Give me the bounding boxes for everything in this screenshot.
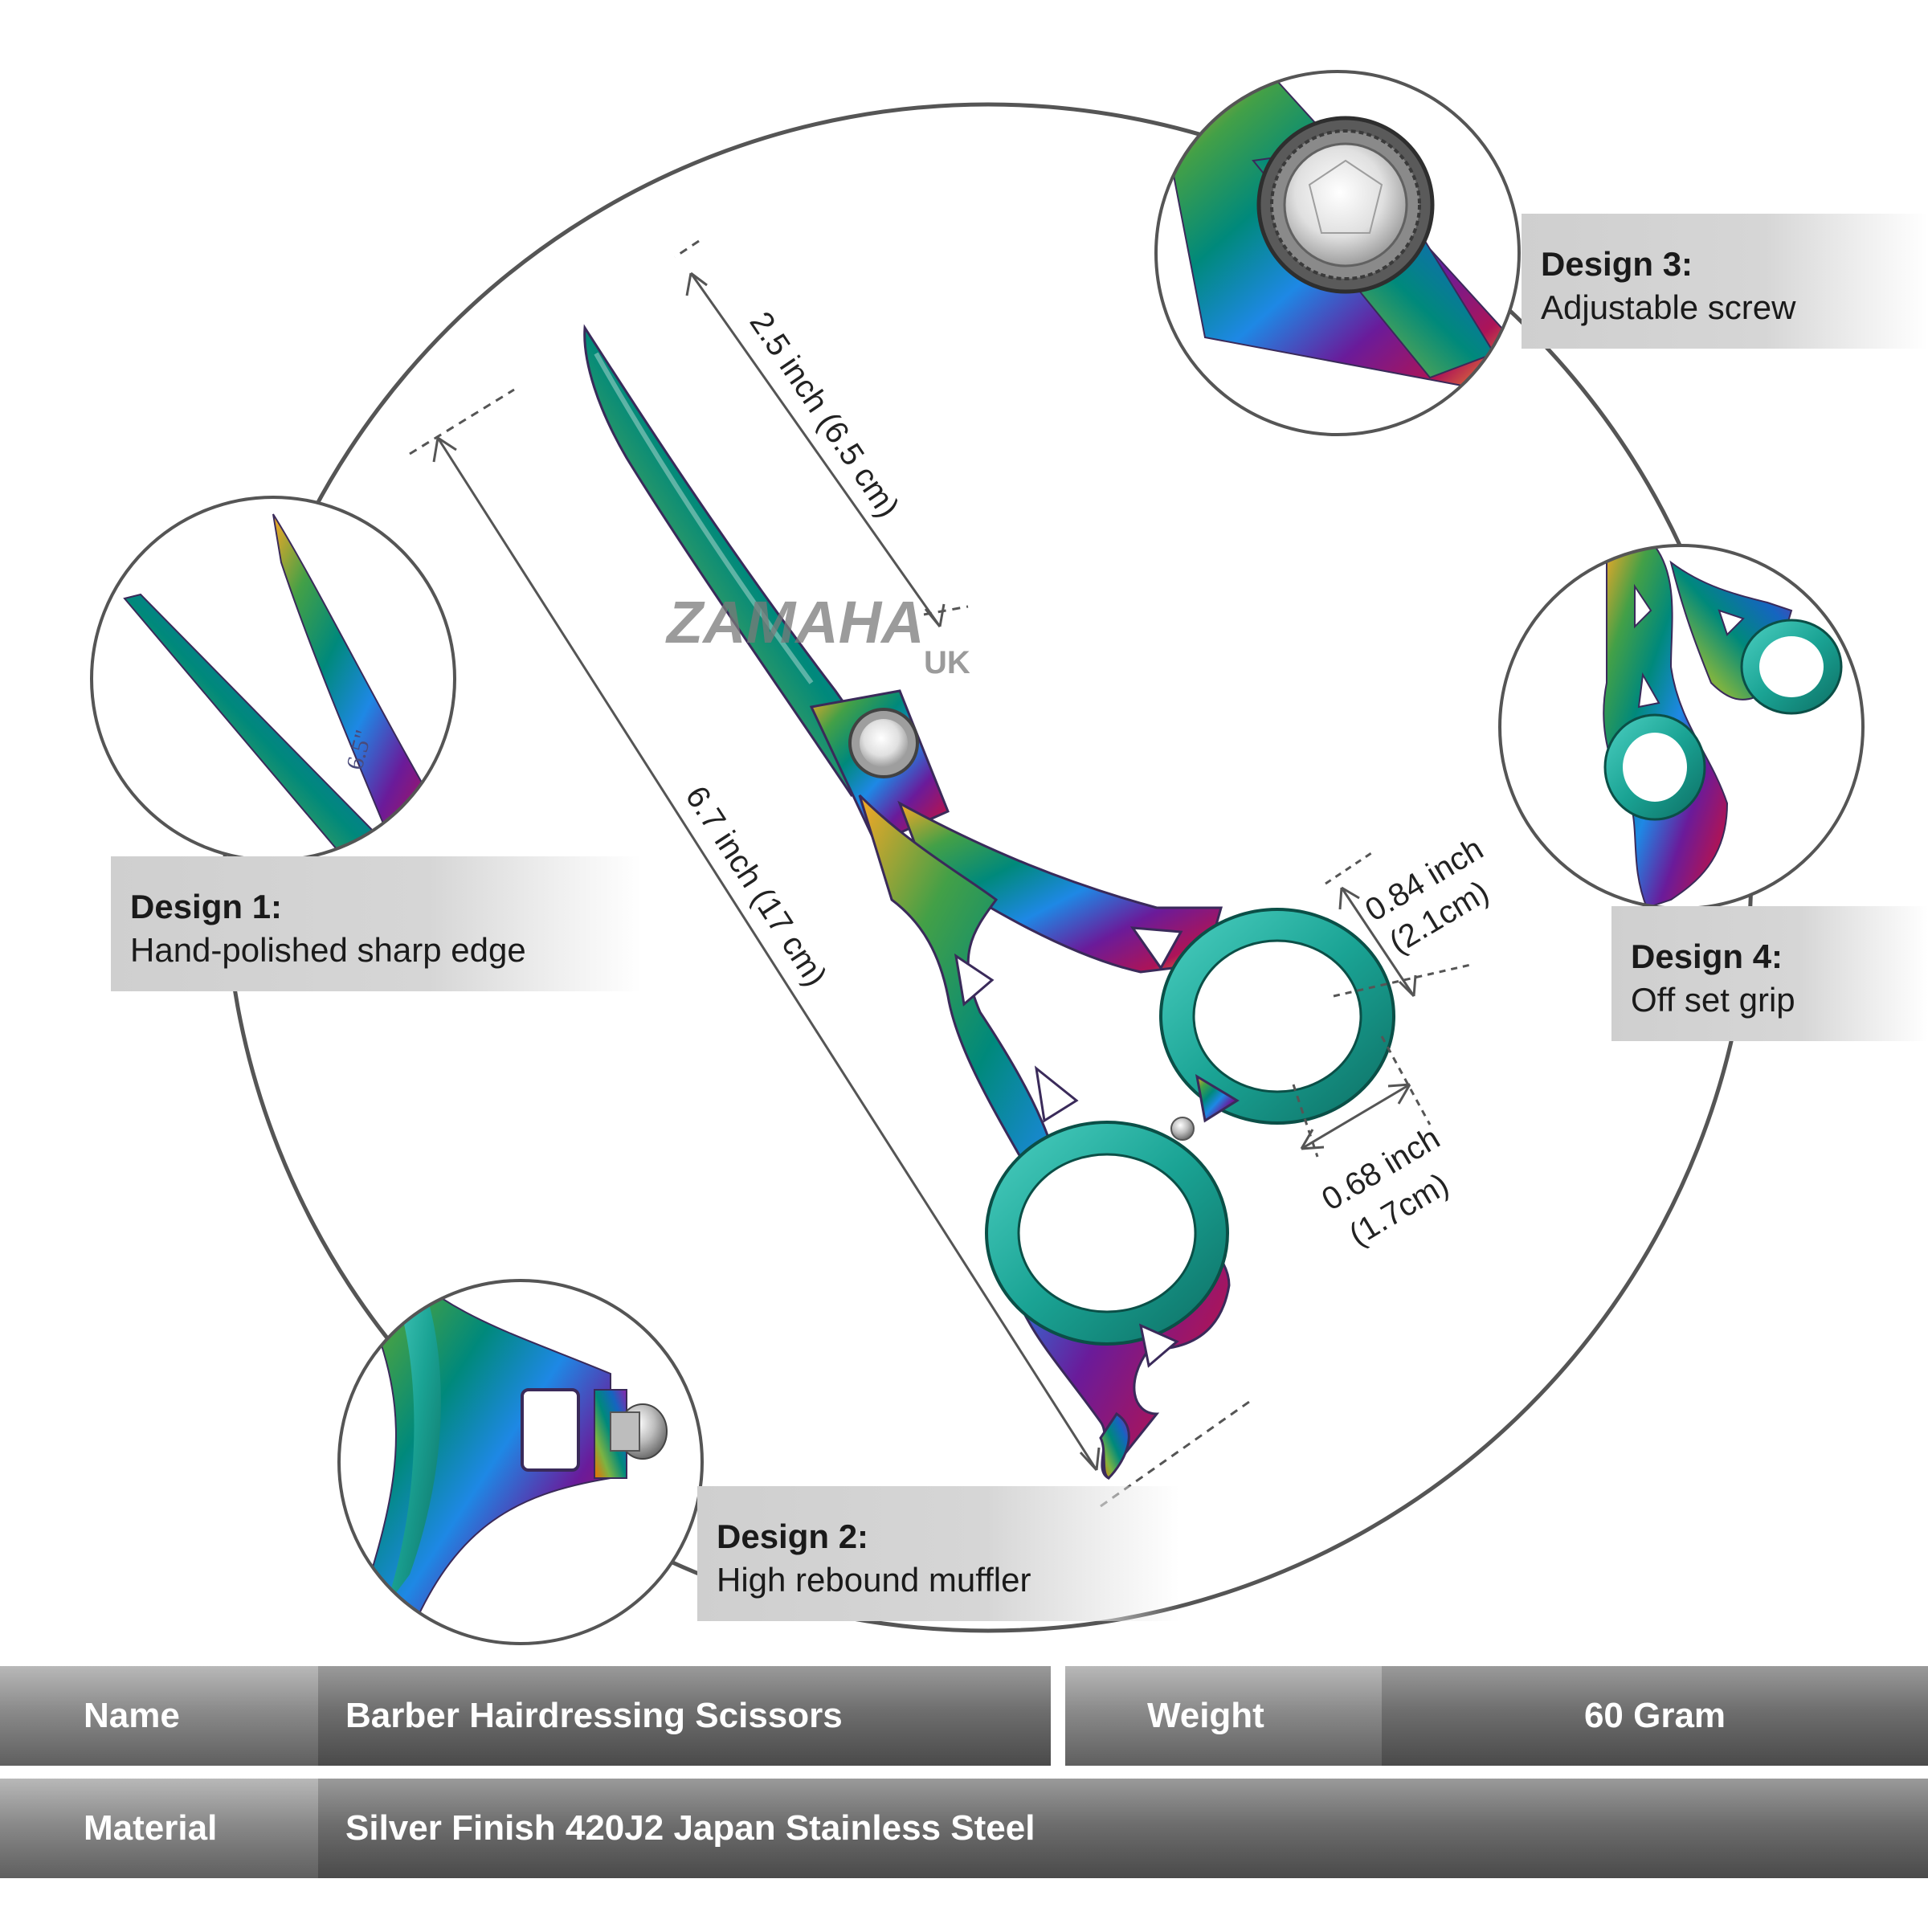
detail-image-adjustable-screw (1154, 70, 1521, 436)
design-1-text: Hand-polished sharp edge (130, 931, 526, 969)
design-3-text: Adjustable screw (1541, 288, 1796, 326)
name-label: Name (0, 1666, 318, 1766)
material-value: Silver Finish 420J2 Japan Stainless Stee… (318, 1779, 1928, 1878)
design-2-title: Design 2: (717, 1517, 869, 1555)
weight-label: Weight (1065, 1666, 1382, 1766)
detail-image-muffler (337, 1279, 704, 1645)
design-1-caption: Design 1: Hand-polished sharp edge (111, 856, 641, 991)
name-value: Barber Hairdressing Scissors (318, 1666, 1051, 1766)
design-2-text: High rebound muffler (717, 1561, 1031, 1599)
detail-image-offset-grip (1498, 544, 1865, 910)
design-1-title: Design 1: (130, 888, 283, 925)
dimension-lines (409, 239, 1475, 1508)
brand-watermark: ZAMAHA (665, 589, 925, 656)
scissors-main-image: ZAMAHA UK (583, 324, 1395, 1480)
spec-row-name-weight: Name Barber Hairdressing Scissors Weight… (0, 1666, 1928, 1766)
design-2-caption: Design 2: High rebound muffler (697, 1486, 1179, 1621)
total-length-label: 6.7 inch (17 cm) (678, 780, 833, 992)
detail-image-sharp-edge: 6.5" (90, 496, 456, 862)
design-4-text: Off set grip (1631, 981, 1795, 1019)
design-4-title: Design 4: (1631, 937, 1783, 975)
spec-row-material: Material Silver Finish 420J2 Japan Stain… (0, 1779, 1928, 1878)
design-4-caption: Design 4: Off set grip (1611, 906, 1928, 1041)
material-label: Material (0, 1779, 318, 1878)
design-3-caption: Design 3: Adjustable screw (1522, 214, 1928, 349)
design-3-title: Design 3: (1541, 245, 1693, 283)
brand-watermark-suffix: UK (924, 645, 970, 680)
weight-value: 60 Gram (1382, 1666, 1928, 1766)
blade-length-label: 2.5 inch (6.5 cm) (743, 305, 906, 524)
